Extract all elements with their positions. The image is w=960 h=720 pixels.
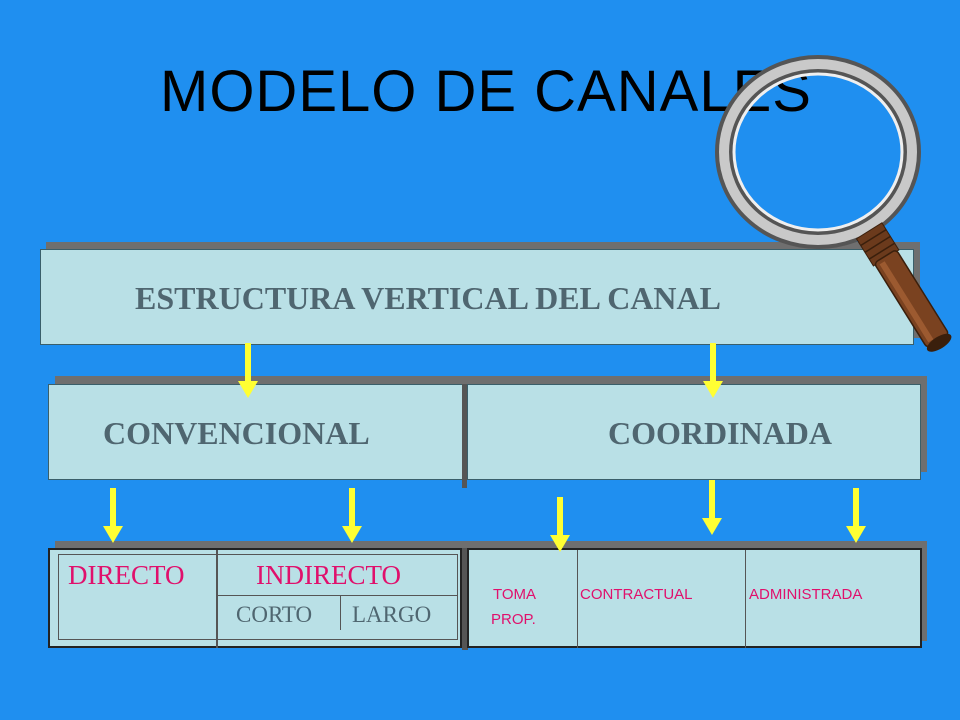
corto-label: CORTO (236, 602, 313, 627)
indirecto-label: INDIRECTO (256, 560, 401, 590)
coordinada-label: COORDINADA (608, 415, 832, 451)
top-box-label: ESTRUCTURA VERTICAL DEL CANAL (135, 280, 721, 316)
arrow-to-coordinada (703, 343, 723, 398)
toma-label: TOMA (493, 586, 537, 603)
largo-label: LARGO (352, 602, 432, 627)
bottom-left-inner-frame (58, 554, 458, 640)
arrow-to-indirecto (342, 488, 362, 543)
bottom-right-box: TOMA PROP. CONTRACTUAL ADMINISTRADA (467, 548, 922, 648)
convencional-box: CONVENCIONAL (48, 384, 464, 480)
arrow-to-directo (103, 488, 123, 543)
arrow-to-contractual (702, 480, 722, 535)
page-title: MODELO DE CANALES (160, 59, 812, 124)
convencional-label: CONVENCIONAL (103, 415, 370, 451)
arrow-to-convencional (238, 343, 258, 398)
prop-label: PROP. (491, 611, 536, 628)
arrow-to-toma-prop (550, 497, 570, 552)
bottom-left-box: DIRECTO INDIRECTO CORTO LARGO (48, 548, 462, 648)
directo-label: DIRECTO (68, 560, 185, 590)
contractual-label: CONTRACTUAL (580, 586, 693, 603)
administrada-label: ADMINISTRADA (749, 586, 863, 603)
top-box: ESTRUCTURA VERTICAL DEL CANAL (40, 249, 914, 345)
arrow-to-administrada (846, 488, 866, 543)
coordinada-box: COORDINADA (467, 384, 921, 480)
